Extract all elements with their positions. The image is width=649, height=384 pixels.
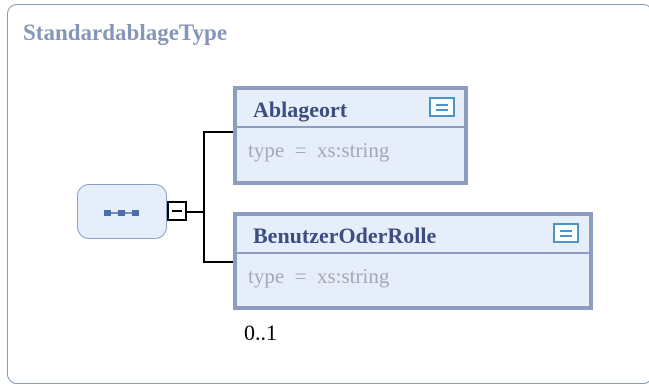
- connector-stub: [187, 211, 204, 213]
- documentation-icon[interactable]: [429, 97, 455, 117]
- occurrence-label: 0..1: [244, 320, 277, 345]
- complex-type-title: StandardablageType: [23, 20, 228, 45]
- sequence-compositor[interactable]: [77, 184, 167, 239]
- element-ablageort[interactable]: Ablageort type = xs:string: [233, 86, 468, 185]
- connector-branch-2: [203, 261, 235, 263]
- element-header: BenutzerOderRolle: [237, 216, 589, 254]
- element-benutzeroderrolle[interactable]: BenutzerOderRolle type = xs:string: [233, 212, 593, 310]
- collapse-minus-icon[interactable]: [167, 201, 187, 221]
- element-name: Ablageort: [253, 97, 348, 122]
- sequence-icon: [104, 210, 139, 216]
- documentation-icon[interactable]: [553, 223, 579, 243]
- element-type: type = xs:string: [248, 264, 390, 288]
- connector-branch-1: [203, 131, 235, 133]
- element-name: BenutzerOderRolle: [253, 223, 437, 248]
- element-type: type = xs:string: [248, 138, 390, 162]
- element-header: Ablageort: [237, 90, 464, 128]
- connector-trunk: [203, 131, 205, 263]
